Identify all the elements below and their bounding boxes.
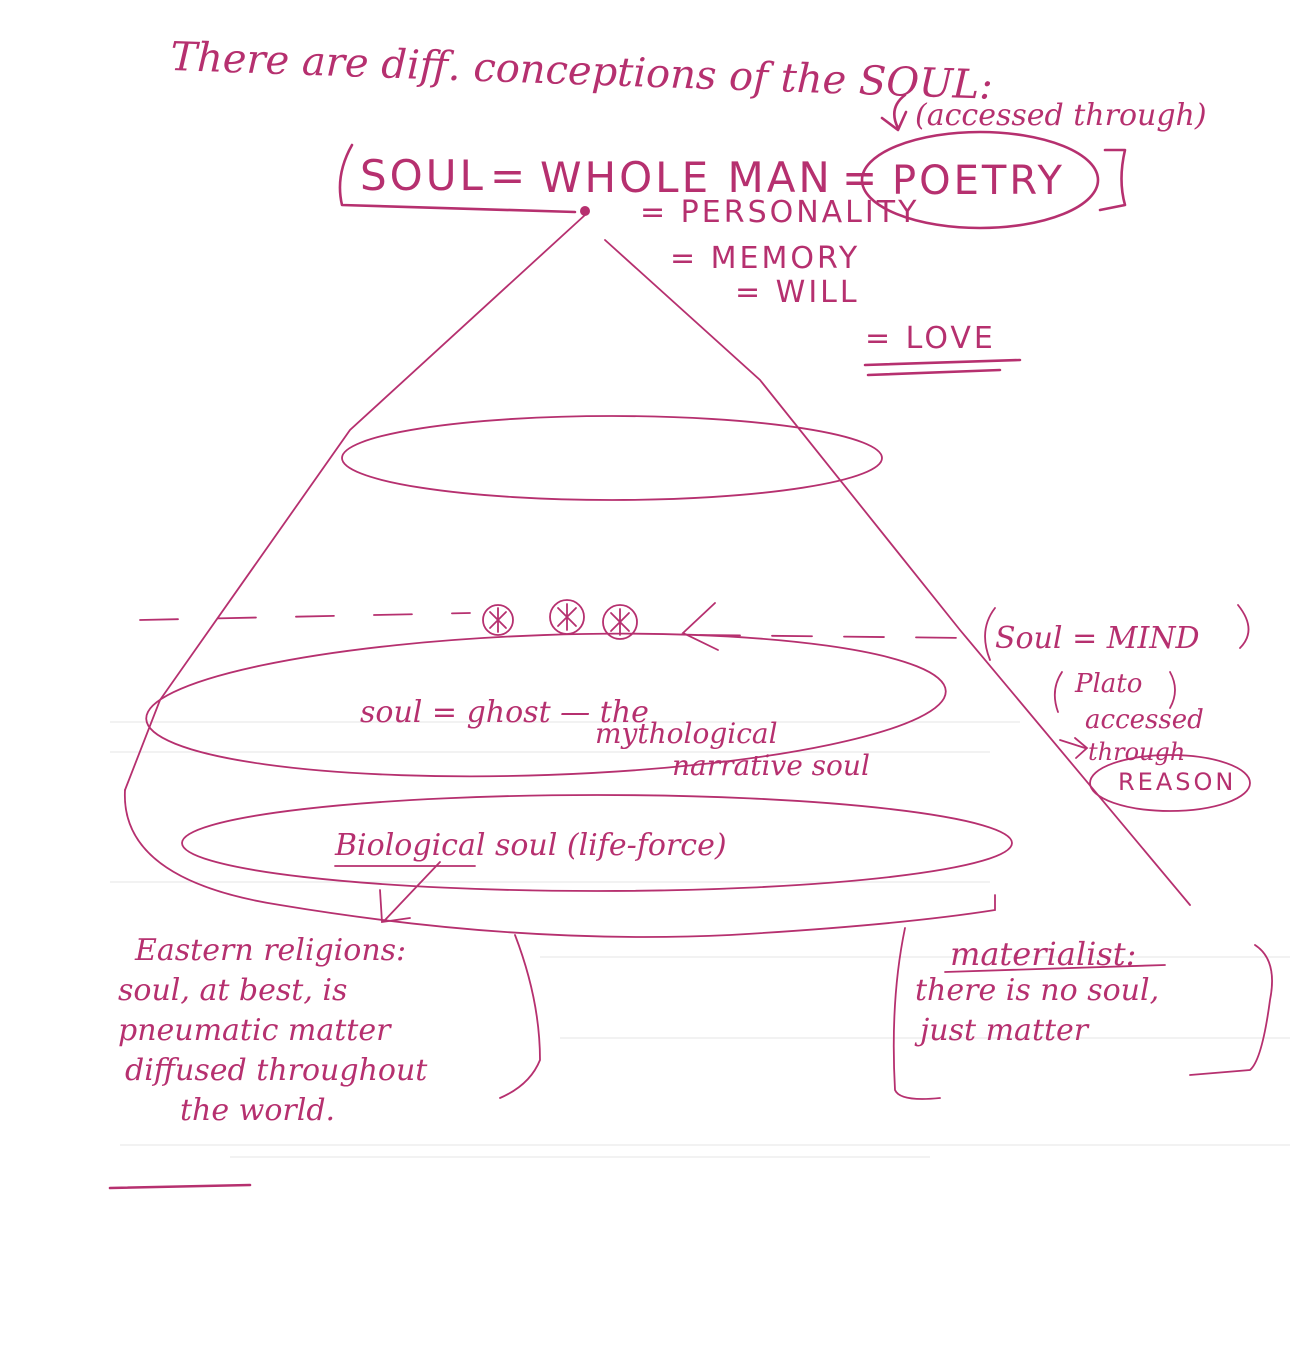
love-underline bbox=[866, 368, 1002, 377]
diagram-heading: There are diff. conceptions of the SOUL: bbox=[170, 34, 994, 109]
mythological-label: mythological bbox=[595, 717, 778, 750]
mind-level-dashed-line bbox=[139, 612, 471, 621]
asterisk-circle-icon bbox=[482, 604, 514, 636]
mind-note-bracket bbox=[984, 604, 1250, 661]
whole-man-label: WHOLE MAN bbox=[540, 153, 833, 202]
arrow-down-left-icon bbox=[379, 861, 441, 924]
eastern-note-line: Eastern religions: bbox=[134, 933, 406, 968]
love-underline bbox=[863, 358, 1022, 367]
arrow-left-icon bbox=[681, 602, 719, 651]
bottom-stroke bbox=[108, 1183, 252, 1190]
accessed-label: accessed bbox=[1085, 705, 1204, 735]
eastern-note-line: pneumatic matter bbox=[118, 1013, 392, 1048]
memory-label: = MEMORY bbox=[670, 241, 860, 276]
materialist-underline bbox=[944, 964, 1166, 973]
ghost-level-ellipse bbox=[145, 632, 947, 778]
biological-level-ellipse bbox=[181, 794, 1013, 892]
reason-circle bbox=[1089, 754, 1251, 812]
eastern-note-line: diffused throughout bbox=[125, 1053, 428, 1088]
poetry-access-note: (accessed through) bbox=[915, 98, 1207, 133]
reason-label: REASON bbox=[1118, 768, 1236, 796]
curved-arrow-icon bbox=[880, 93, 908, 132]
biological-soul-label: Biological soul (life-force) bbox=[334, 828, 727, 863]
through-label: through bbox=[1088, 738, 1185, 766]
poetry-label: POETRY bbox=[892, 158, 1065, 204]
love-label: = LOVE bbox=[865, 321, 996, 356]
eastern-note-bracket bbox=[499, 934, 541, 1099]
materialist-note-bracket bbox=[892, 927, 1273, 1100]
cone-apex bbox=[580, 206, 590, 216]
plato-bracket bbox=[1053, 671, 1176, 713]
personality-label: = PERSONALITY bbox=[640, 195, 919, 230]
asterisk-circle-icon bbox=[549, 599, 585, 635]
upper-level-ellipse bbox=[341, 415, 883, 501]
plato-label: Plato bbox=[1074, 669, 1142, 699]
ghost-soul-label: soul = ghost — the bbox=[360, 695, 649, 730]
arrow-right-icon bbox=[1059, 737, 1089, 759]
will-label: = WILL bbox=[735, 275, 860, 310]
cone-right-side bbox=[604, 239, 1191, 906]
soul-mind-label: Soul = MIND bbox=[995, 621, 1200, 656]
main-equation-bracket bbox=[338, 143, 1127, 214]
paper-rules bbox=[110, 721, 1290, 1158]
poetry-circle bbox=[860, 130, 1100, 230]
mind-level-dashed-line bbox=[699, 634, 971, 639]
cone-left-side bbox=[124, 214, 586, 791]
equals-sign: = bbox=[490, 151, 528, 200]
soul-label: SOUL bbox=[360, 151, 486, 200]
asterisk-circle-icon bbox=[602, 604, 638, 640]
narrative-soul-label: narrative soul bbox=[672, 749, 870, 782]
eastern-note: Eastern religions: soul, at best, is pne… bbox=[118, 933, 428, 1128]
cone-base bbox=[124, 789, 996, 938]
materialist-line: just matter bbox=[914, 1013, 1090, 1048]
eastern-note-line: the world. bbox=[180, 1093, 335, 1128]
eastern-note-line: soul, at best, is bbox=[118, 973, 347, 1008]
materialist-line: there is no soul, bbox=[915, 973, 1159, 1008]
